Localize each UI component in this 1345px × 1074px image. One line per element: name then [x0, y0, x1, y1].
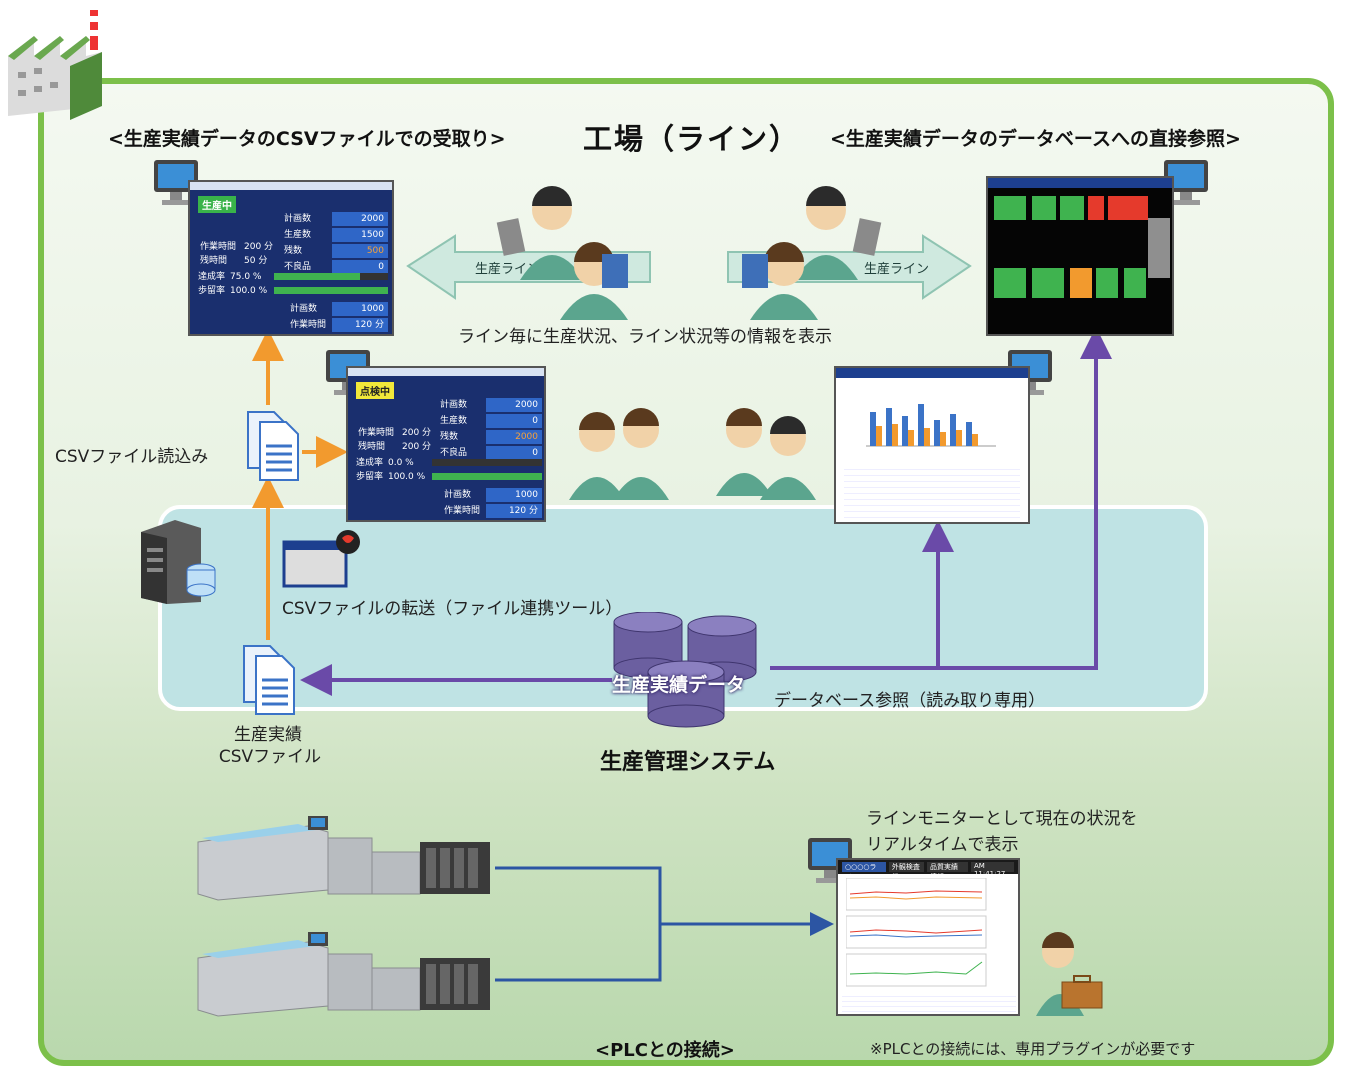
tab-inspection[interactable]: 外観検査機: [888, 862, 924, 881]
status-badge: 点検中: [356, 382, 394, 399]
production-system-title: 生産管理システム: [600, 750, 776, 775]
workers-group-2-icon: [716, 408, 816, 500]
server-icon: [141, 520, 216, 604]
line-monitor-caption-1: ラインモニターとして現在の状況を: [866, 809, 1138, 829]
database-icon: [613, 612, 757, 728]
maintenance-worker-icon: [1036, 932, 1103, 1016]
line-monitor-screen: ○○○○ライン 外観検査機 品質実績情報 AM 11:41:27: [836, 858, 1020, 1016]
status-badge: 生産中: [198, 196, 236, 213]
report-bar-chart: [866, 404, 996, 447]
database-name: 生産実績データ: [612, 674, 746, 696]
line-right-label: 生産ライン: [864, 262, 930, 277]
monitor-trend-charts: [846, 878, 987, 987]
production-machine-1: [197, 816, 490, 901]
line-display-caption: ライン毎に生産状況、ライン状況等の情報を表示: [458, 327, 832, 347]
csv-file-caption-2: CSVファイル: [218, 747, 322, 767]
csv-file-caption-1: 生産実績: [234, 725, 302, 745]
achievement-bar: [274, 273, 360, 280]
monitor-icon: [1164, 160, 1208, 205]
monitor-icon: [154, 160, 198, 205]
line-status-screen: [986, 176, 1174, 336]
database-reference-label: データベース参照（読み取り専用）: [774, 691, 1046, 711]
csv-read-label: CSVファイル読込み: [55, 447, 209, 467]
db-reference-title: <生産実績データのデータベースへの直接参照>: [830, 128, 1241, 150]
operators-right-icon: [742, 186, 882, 320]
csv-document-icon: [243, 645, 295, 715]
factory-line-title: 工場（ライン）: [583, 122, 801, 156]
production-machine-2: [197, 932, 490, 1017]
production-status-screen-2: 点検中 計画数 2000 生産数 0 残数 2000 不良品 0 作業時間 20…: [346, 366, 546, 522]
production-status-screen-1: 生産中 計画数 2000 生産数 1500 残数 500 不良品 0 作業時間 …: [188, 180, 394, 336]
csv-document-icon: [247, 411, 299, 481]
factory-icon: [8, 10, 102, 120]
operators-left-icon: [496, 186, 628, 320]
yield-bar: [274, 287, 388, 294]
yield-bar: [432, 473, 542, 480]
workers-group-1-icon: [569, 408, 669, 500]
csv-receive-title: <生産実績データのCSVファイルでの受取り>: [108, 128, 506, 150]
clock: AM 11:41:27: [970, 862, 1014, 878]
csv-transfer-label: CSVファイルの転送（ファイル連携ツール）: [282, 599, 623, 619]
plc-connection-title: <PLCとの接続>: [595, 1040, 735, 1061]
line-left-label: 生産ライン: [475, 262, 541, 277]
file-transfer-tool-icon: [282, 530, 360, 588]
line-monitor-caption-2: リアルタイムで表示: [866, 835, 1019, 855]
tab-quality[interactable]: 品質実績情報: [926, 862, 968, 881]
plugin-note: ※PLCとの接続には、専用プラグインが必要です: [870, 1040, 1196, 1058]
tab-line[interactable]: ○○○○ライン: [842, 862, 886, 881]
production-report-screen: [834, 366, 1030, 524]
